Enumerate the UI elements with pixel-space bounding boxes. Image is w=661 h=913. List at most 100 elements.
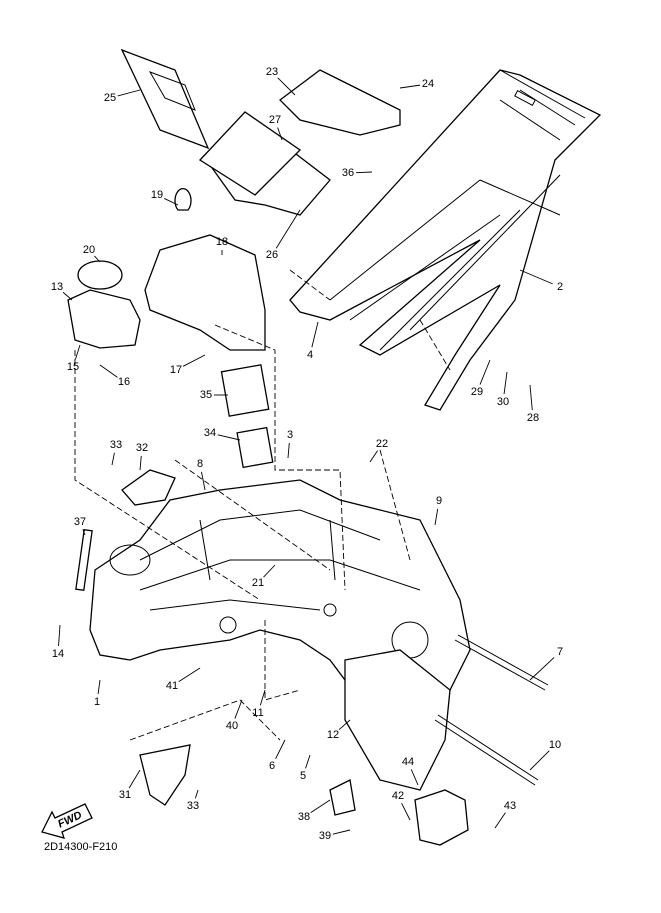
leader-line (494, 812, 506, 829)
leader-line (234, 699, 243, 719)
leader-line (305, 754, 311, 769)
leader-line (275, 739, 286, 760)
callout-9: 9 (436, 495, 442, 507)
bracket-42 (414, 789, 469, 846)
callout-3: 3 (287, 429, 293, 441)
bracket-23 (279, 69, 401, 136)
leader-line (277, 77, 296, 96)
callout-17: 17 (170, 364, 182, 376)
callout-43: 43 (504, 800, 516, 812)
callout-35: 35 (200, 389, 212, 401)
leader-line (62, 291, 73, 301)
leader-line (311, 321, 319, 348)
callout-4: 4 (307, 349, 313, 361)
leader-line (164, 198, 179, 206)
leader-line (503, 371, 508, 395)
inner-panel (198, 111, 302, 196)
leader-line (217, 434, 241, 441)
callout-16: 16 (118, 376, 130, 388)
callout-2: 2 (557, 281, 563, 293)
callout-31: 31 (119, 789, 131, 801)
leader-line (529, 657, 555, 681)
callout-40: 40 (226, 720, 238, 732)
callout-23: 23 (266, 66, 278, 78)
callout-14: 14 (52, 648, 64, 660)
callout-15: 15 (67, 361, 79, 373)
callout-21: 21 (252, 577, 264, 589)
callout-6: 6 (269, 760, 275, 772)
meter-13 (67, 289, 141, 349)
cover-25 (120, 48, 210, 150)
callout-10: 10 (549, 739, 561, 751)
leader-line (410, 769, 419, 786)
leader-line (178, 667, 201, 683)
leader-line (111, 452, 115, 466)
callout-28: 28 (527, 412, 539, 424)
callout-7: 7 (557, 646, 563, 658)
callout-12: 12 (327, 729, 339, 741)
leader-line (434, 508, 439, 526)
leader-line (399, 84, 421, 89)
leader-line (529, 750, 550, 771)
leader-line (332, 829, 351, 835)
leader-line (58, 624, 61, 647)
clamp-19 (174, 188, 192, 211)
shield-18 (144, 234, 266, 351)
callout-42: 42 (392, 790, 404, 802)
leader-line (128, 769, 141, 789)
callout-27: 27 (269, 114, 281, 126)
callout-34: 34 (204, 427, 216, 439)
callout-30: 30 (497, 396, 509, 408)
callout-38: 38 (298, 811, 310, 823)
callout-24: 24 (422, 78, 434, 90)
callout-25: 25 (104, 92, 116, 104)
diagram-code: 2D14300-F210 (44, 841, 118, 853)
leader-line (182, 354, 206, 367)
leader-line (263, 564, 276, 578)
leader-line (117, 89, 141, 97)
callout-20: 20 (83, 244, 95, 256)
cover-32 (121, 469, 176, 506)
leader-line (97, 679, 101, 695)
leader-line (82, 529, 86, 536)
callout-29: 29 (471, 386, 483, 398)
leader-line (275, 209, 301, 249)
leader-line (529, 384, 533, 411)
leader-line (355, 171, 373, 174)
callout-37: 37 (74, 516, 86, 528)
callout-1: 1 (94, 696, 100, 708)
leader-line (519, 269, 553, 285)
callout-5: 5 (300, 770, 306, 782)
leader-line (401, 802, 411, 821)
engine-bracket (344, 649, 451, 791)
label-35 (220, 364, 270, 417)
leader-line (310, 799, 331, 813)
leader-line (277, 127, 283, 141)
callout-41: 41 (166, 680, 178, 692)
ring-20 (77, 260, 123, 290)
callout-11: 11 (252, 707, 263, 719)
leader-line (74, 344, 81, 360)
bracket-38 (329, 779, 356, 816)
callout-18: 18 (216, 236, 228, 248)
callout-36: 36 (342, 167, 354, 179)
leader-line (479, 359, 491, 385)
rear-frame (289, 69, 602, 411)
leader-line (194, 789, 199, 799)
leader-line (201, 471, 206, 491)
callout-33: 33 (110, 439, 122, 451)
callout-22: 22 (376, 438, 388, 450)
fwd-arrow-icon: FWD (41, 803, 93, 839)
leader-line (369, 450, 378, 463)
leader-line (94, 255, 101, 263)
leader-line (99, 364, 118, 378)
label-34 (236, 426, 274, 469)
callout-13: 13 (51, 281, 63, 293)
callout-33: 33 (187, 800, 199, 812)
leader-line (287, 442, 290, 459)
callout-26: 26 (266, 249, 278, 261)
leader-line (259, 689, 266, 706)
